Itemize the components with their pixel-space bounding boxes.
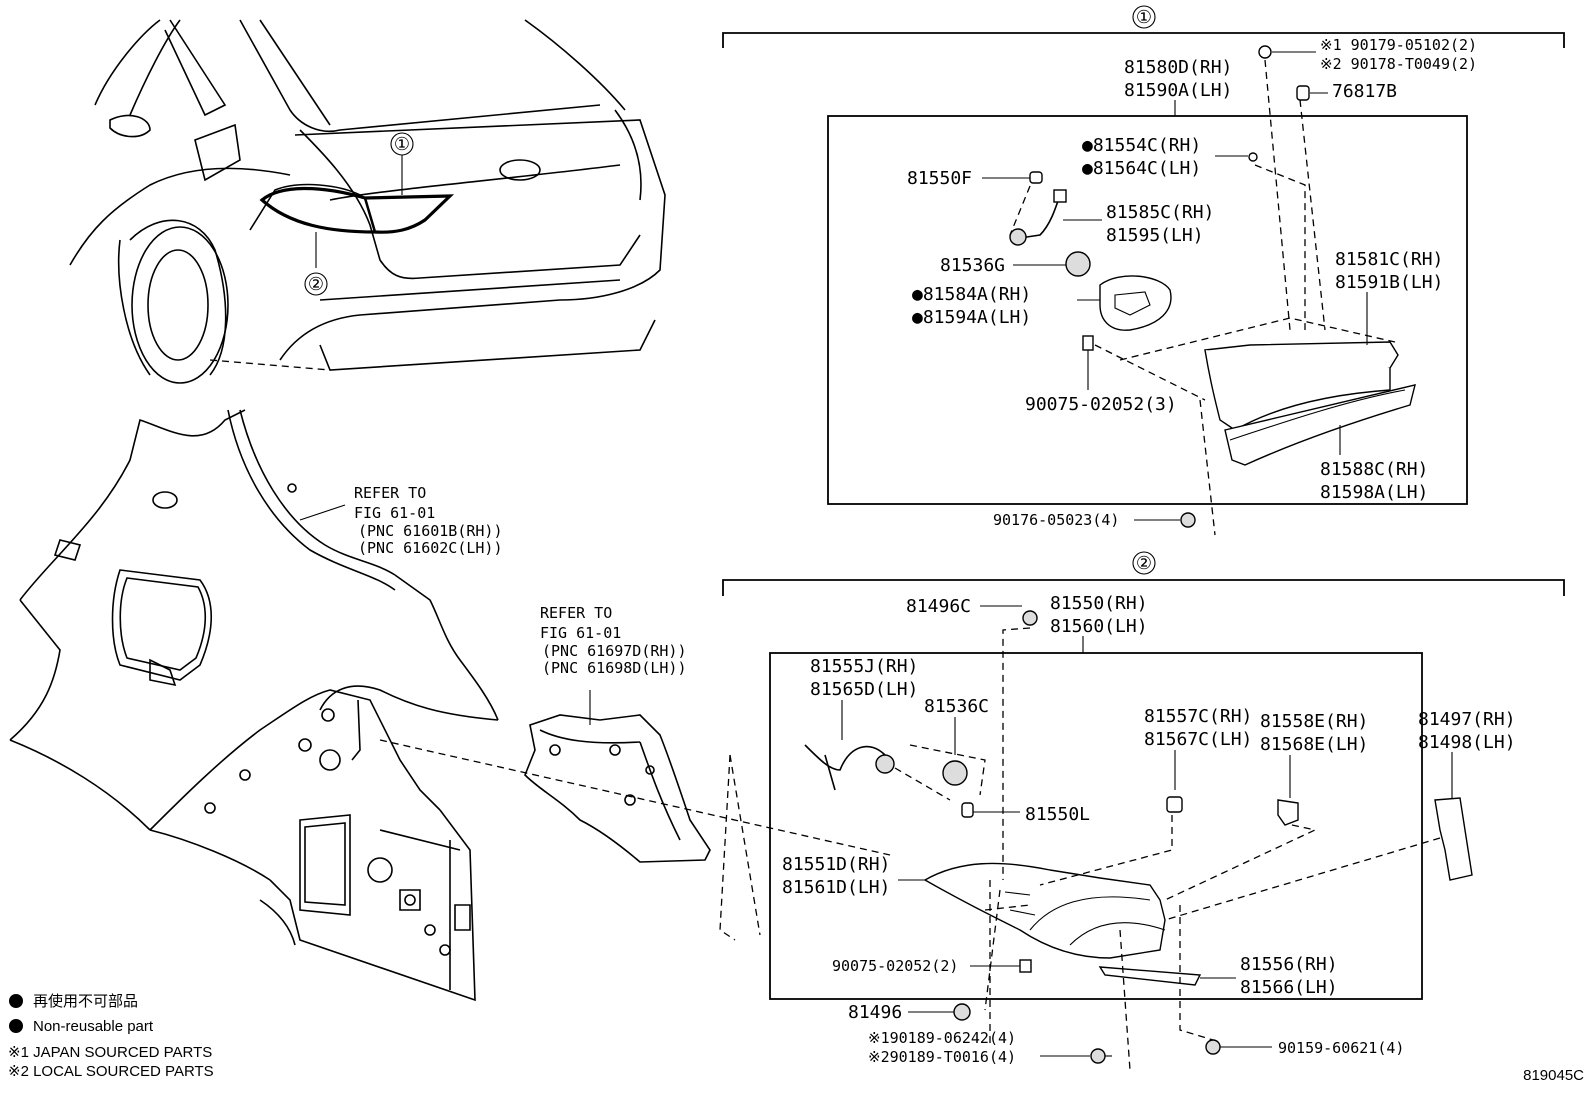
label-81594A: ●81594A(LH) bbox=[912, 307, 1031, 328]
label-81566: 81566(LH) bbox=[1240, 977, 1338, 998]
refer1-line3: (PNC 61601B(RH)) bbox=[358, 522, 503, 540]
label-81496: 81496 bbox=[848, 1002, 902, 1023]
group2-marker: ② bbox=[1136, 553, 1152, 574]
label-76817B: 76817B bbox=[1332, 81, 1397, 102]
group1-marker: ① bbox=[1136, 7, 1152, 28]
legend-nonreusable: Non-reusable part bbox=[33, 1018, 154, 1035]
label-81580D: 81580D(RH) bbox=[1124, 57, 1232, 78]
refer1-line2: FIG 61-01 bbox=[354, 504, 435, 522]
label-81584A: ●81584A(RH) bbox=[912, 284, 1031, 305]
label-81585C: 81585C(RH) bbox=[1106, 202, 1214, 223]
refer1-line4: (PNC 61602C(LH)) bbox=[358, 539, 503, 557]
car-marker-1: ① bbox=[394, 134, 410, 155]
bullet-icon bbox=[9, 1019, 23, 1033]
refer2-line1: REFER TO bbox=[540, 604, 612, 622]
label-81560: 81560(LH) bbox=[1050, 616, 1148, 637]
label-90176: 90176-05023(4) bbox=[993, 511, 1119, 529]
car-marker-2: ② bbox=[308, 274, 324, 295]
car-rear-illustration: ① ② bbox=[69, 19, 666, 384]
label-90189b: ※290189-T0016(4) bbox=[868, 1048, 1016, 1066]
refer2-line4: (PNC 61698D(LH)) bbox=[542, 659, 687, 677]
label-81595: 81595(LH) bbox=[1106, 225, 1204, 246]
legend-note1: ※1 JAPAN SOURCED PARTS bbox=[8, 1044, 212, 1061]
label-81550L: 81550L bbox=[1025, 804, 1090, 825]
label-90179: ※1 90179-05102(2) bbox=[1320, 36, 1477, 54]
label-81550F: 81550F bbox=[907, 168, 972, 189]
label-81581C: 81581C(RH) bbox=[1335, 249, 1443, 270]
legend: 再使用不可部品 Non-reusable part ※1 JAPAN SOURC… bbox=[8, 993, 214, 1080]
label-81590A: 81590A(LH) bbox=[1124, 80, 1232, 101]
label-81497: 81497(RH) bbox=[1418, 709, 1516, 730]
label-90189a: ※190189-06242(4) bbox=[868, 1029, 1016, 1047]
refer-note-quarter-panel: REFER TO FIG 61-01 (PNC 61601B(RH)) (PNC… bbox=[354, 484, 503, 557]
bullet-icon bbox=[9, 994, 23, 1008]
group-1-tail-lamp-outer: ① 81580D(RH) 81590A(LH) ※1 90179-05102(2… bbox=[722, 5, 1565, 536]
figure-code: 819045C bbox=[1523, 1067, 1584, 1084]
refer1-line1: REFER TO bbox=[354, 484, 426, 502]
quarter-panel-illustration bbox=[9, 409, 499, 1002]
legend-jp: 再使用不可部品 bbox=[33, 993, 138, 1010]
refer2-line2: FIG 61-01 bbox=[540, 624, 621, 642]
label-81565D: 81565D(LH) bbox=[810, 679, 918, 700]
label-81555J: 81555J(RH) bbox=[810, 656, 918, 677]
label-81557C: 81557C(RH) bbox=[1144, 706, 1252, 727]
label-81561D: 81561D(LH) bbox=[782, 877, 890, 898]
label-81598A: 81598A(LH) bbox=[1320, 482, 1428, 503]
legend-note2: ※2 LOCAL SOURCED PARTS bbox=[8, 1063, 214, 1080]
label-90075-3: 90075-02052(3) bbox=[1025, 394, 1177, 415]
label-90178: ※2 90178-T0049(2) bbox=[1320, 55, 1477, 73]
label-81558E: 81558E(RH) bbox=[1260, 711, 1368, 732]
label-81551D: 81551D(RH) bbox=[782, 854, 890, 875]
refer2-line3: (PNC 61697D(RH)) bbox=[542, 642, 687, 660]
lamp-housing-panel-illustration: REFER TO FIG 61-01 (PNC 61697D(RH)) (PNC… bbox=[524, 604, 711, 863]
label-81567C: 81567C(LH) bbox=[1144, 729, 1252, 750]
label-90159: 90159-60621(4) bbox=[1278, 1039, 1404, 1057]
label-81496C: 81496C bbox=[906, 596, 971, 617]
label-81556: 81556(RH) bbox=[1240, 954, 1338, 975]
label-81498: 81498(LH) bbox=[1418, 732, 1516, 753]
label-81568E: 81568E(LH) bbox=[1260, 734, 1368, 755]
label-81564C: ●81564C(LH) bbox=[1082, 158, 1201, 179]
label-81554C: ●81554C(RH) bbox=[1082, 135, 1201, 156]
label-81588C: 81588C(RH) bbox=[1320, 459, 1428, 480]
label-90075-2: 90075-02052(2) bbox=[832, 957, 958, 975]
label-81591B: 81591B(LH) bbox=[1335, 272, 1443, 293]
label-81536G: 81536G bbox=[940, 255, 1005, 276]
label-81550: 81550(RH) bbox=[1050, 593, 1148, 614]
label-81536C: 81536C bbox=[924, 696, 989, 717]
group-2-tail-lamp-inner: ② 81496C 81550(RH) 81560(LH) 81555J(RH) … bbox=[722, 551, 1565, 1071]
